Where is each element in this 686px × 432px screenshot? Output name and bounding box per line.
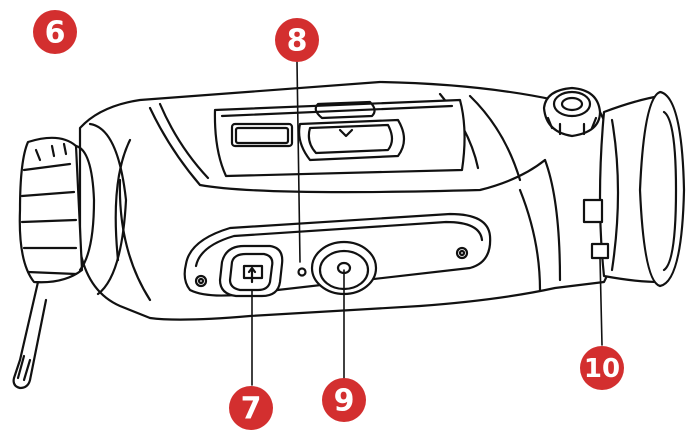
focus-ring bbox=[18, 122, 128, 296]
callout-label: 6 bbox=[45, 16, 66, 51]
callout-badge bbox=[275, 18, 319, 62]
callout-label: 9 bbox=[334, 384, 355, 419]
callout-9: 9 bbox=[322, 378, 366, 422]
callout-label: 7 bbox=[241, 392, 262, 427]
callout-7: 7 bbox=[229, 386, 273, 430]
callout-badge bbox=[229, 386, 273, 430]
callout-badge bbox=[580, 346, 624, 390]
adjustment-knob bbox=[542, 86, 602, 138]
callout-badge bbox=[33, 10, 77, 54]
leader-lines bbox=[251, 61, 603, 386]
callout-label: 8 bbox=[287, 24, 308, 59]
top-button-panel bbox=[213, 98, 466, 178]
callout-6: 6 bbox=[33, 10, 77, 54]
power-button bbox=[310, 240, 378, 296]
indicator-light bbox=[297, 267, 307, 277]
usb-port bbox=[218, 244, 284, 298]
callout-label: 10 bbox=[584, 354, 620, 384]
callout-8: 8 bbox=[275, 18, 319, 62]
eyepiece bbox=[582, 90, 686, 288]
leader-10 bbox=[599, 257, 603, 346]
lens-cap-strap bbox=[12, 280, 48, 390]
leader-8 bbox=[296, 61, 301, 263]
callout-10: 10 bbox=[580, 346, 624, 390]
callout-badge bbox=[322, 378, 366, 422]
